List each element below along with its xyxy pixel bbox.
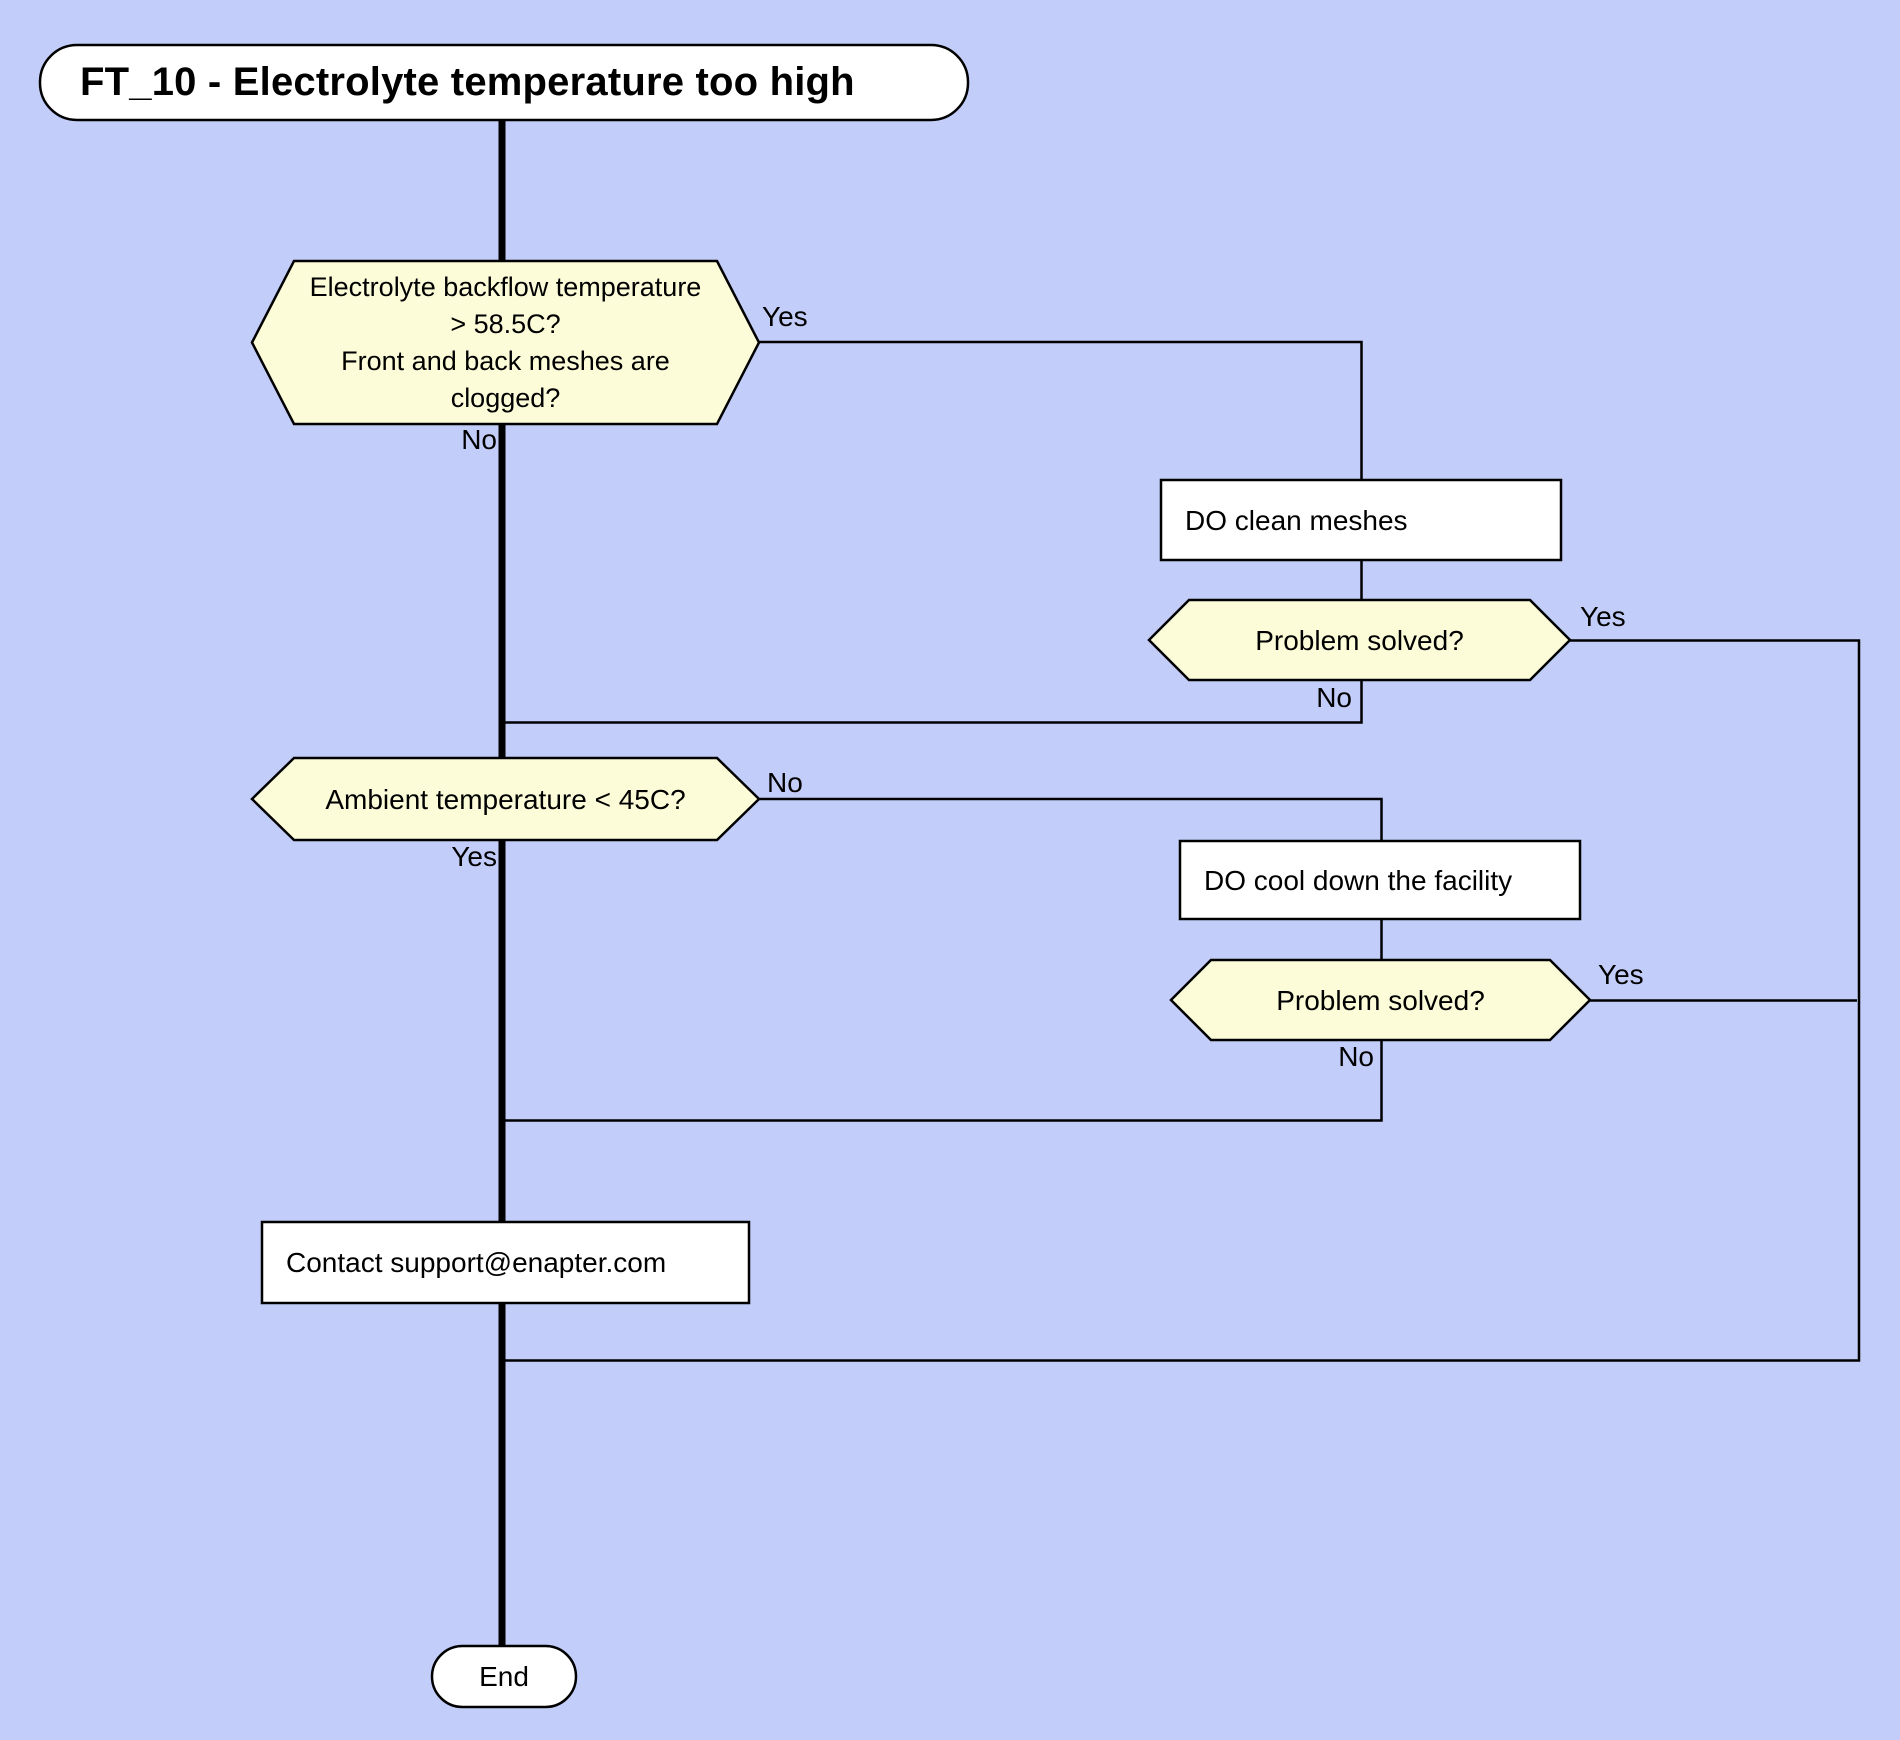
edge-ambient-no-label: No	[767, 767, 803, 798]
edge-solved2-no-line	[503, 1039, 1383, 1122]
edge-solved1-no-line	[503, 679, 1363, 724]
edge-backflow-yes-line	[755, 340, 1363, 481]
page-title: FT_10 - Electrolyte temperature too high	[80, 60, 855, 104]
process-clean-meshes-label: DO clean meshes	[1185, 504, 1408, 536]
edge-ambient-no-line	[755, 797, 1383, 842]
edge-ambient-yes-label: Yes	[451, 841, 497, 872]
process-contact-support-box	[260, 1220, 751, 1305]
end-node	[430, 1644, 578, 1709]
process-cool-down-label: DO cool down the facility	[1204, 864, 1513, 896]
title-node	[38, 43, 970, 122]
decision-problem-solved-2-hexagon	[1169, 958, 1592, 1042]
decision-ambient-hexagon	[250, 756, 761, 842]
decision-problem-solved-1-label: Problem solved?	[1255, 624, 1464, 656]
decision-ambient-label: Ambient temperature < 45C?	[325, 783, 686, 815]
edge-backflow-no-label: No	[461, 424, 497, 455]
process-clean-meshes-box	[1159, 478, 1563, 562]
process-cool-down-box	[1178, 839, 1582, 921]
edge-solved2-no-label: No	[1338, 1041, 1374, 1072]
edge-solved2-yes-label: Yes	[1598, 959, 1644, 990]
edge-solved1-no-label: No	[1316, 682, 1352, 713]
decision-backflow-label: Electrolyte backflow temperature > 58.5C…	[309, 271, 702, 413]
edge-solved1-yes-label: Yes	[1580, 601, 1626, 632]
decision-backflow-hexagon	[250, 259, 761, 426]
decision-problem-solved-2-label: Problem solved?	[1276, 984, 1485, 1016]
process-contact-support-label: Contact support@enapter.com	[286, 1247, 667, 1278]
end-label: End	[479, 1661, 529, 1692]
edge-backflow-yes-label: Yes	[762, 301, 808, 332]
edge-solved1-yes-line	[503, 639, 1861, 1362]
decision-problem-solved-1-hexagon	[1147, 598, 1572, 682]
